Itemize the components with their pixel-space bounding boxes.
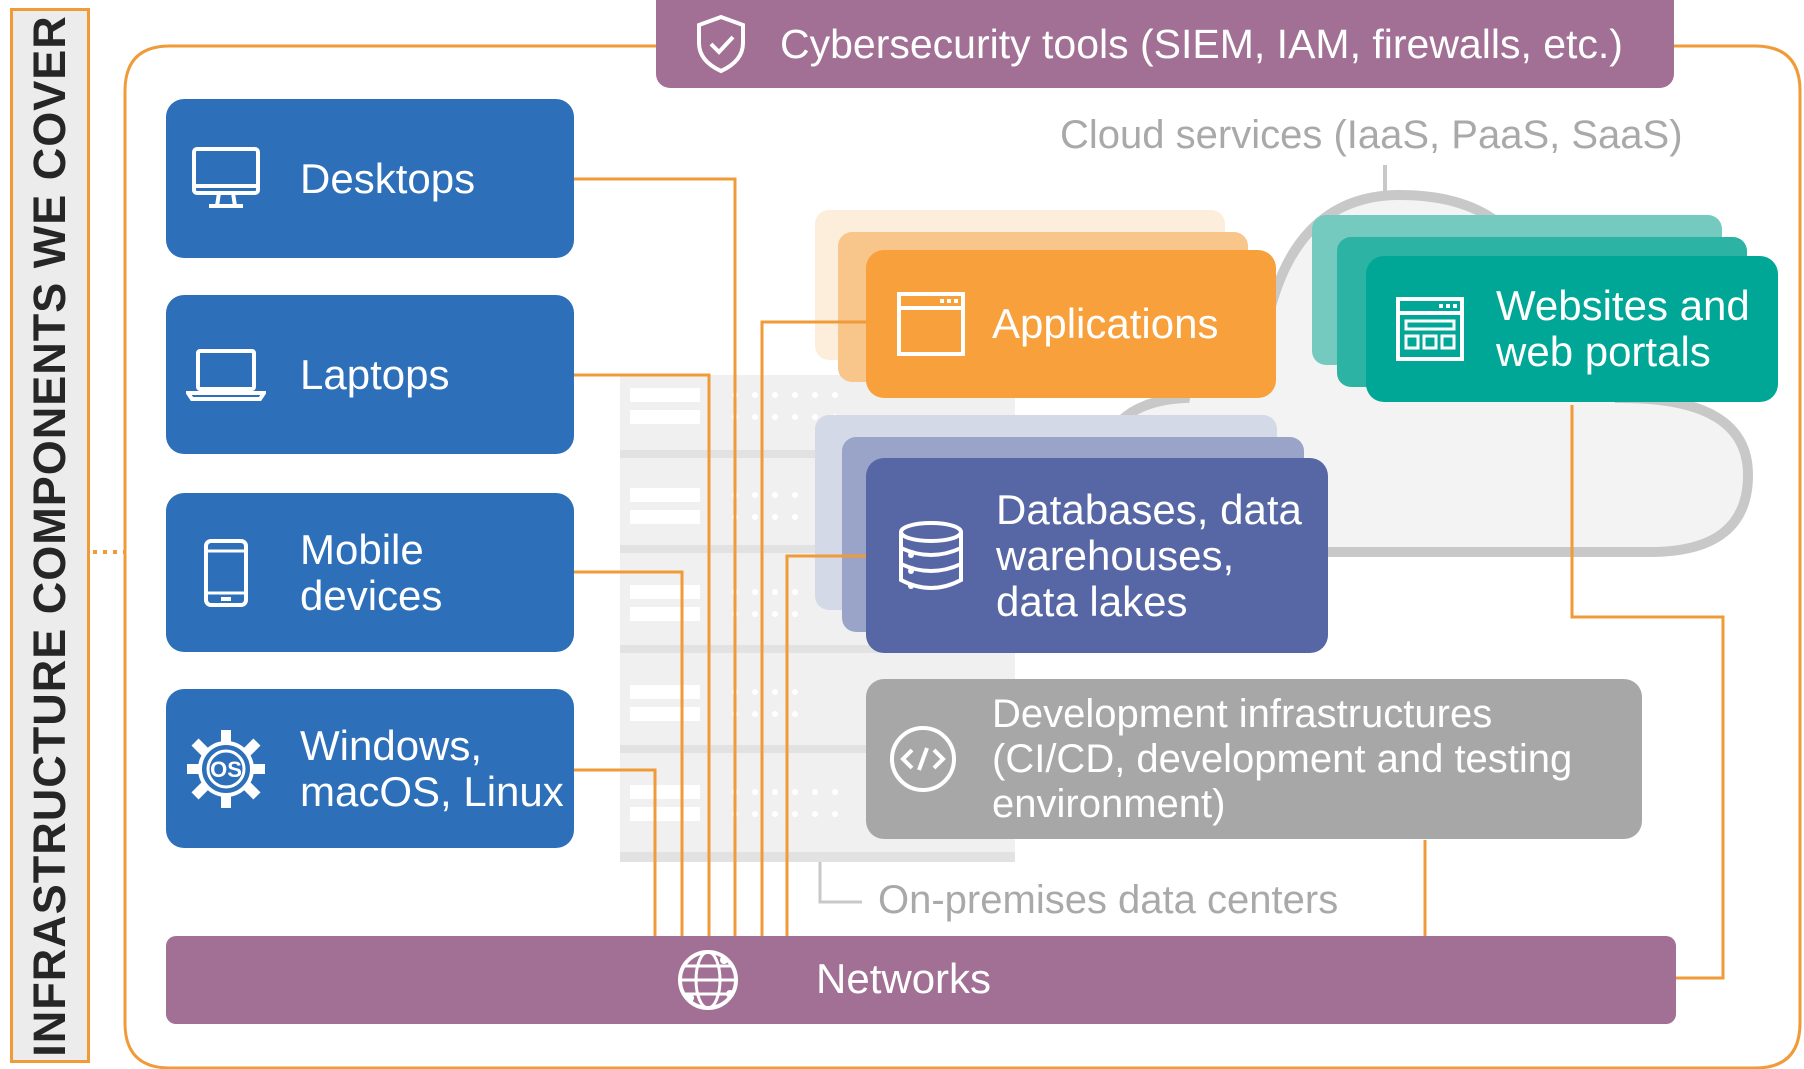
component-label-applications: Applications	[992, 300, 1219, 347]
outer-frame	[123, 44, 1802, 1069]
sidebar-title: INFRASTRUCTURE COMPONENTS WE COVER	[24, 14, 75, 1057]
device-card-os: OS Windows, macOS, Linux	[166, 689, 574, 848]
svg-text:OS: OS	[210, 757, 242, 782]
web-portal-icon	[1374, 296, 1486, 362]
device-card-desktops: Desktops	[166, 99, 574, 258]
mobile-icon	[166, 538, 286, 608]
sidebar-title-box: INFRASTRUCTURE COMPONENTS WE COVER	[10, 8, 90, 1063]
globe-network-icon	[672, 944, 744, 1016]
device-card-laptops: Laptops	[166, 295, 574, 454]
device-label-os: Windows, macOS, Linux	[300, 721, 564, 815]
desktop-icon	[166, 146, 286, 212]
component-label-databases: Databases, data warehouses, data lakes	[996, 485, 1302, 625]
onprem-datacenters-caption: On-premises data centers	[878, 878, 1339, 922]
database-icon	[876, 520, 986, 592]
component-card-databases: Databases, data warehouses, data lakes	[866, 458, 1328, 653]
laptop-icon	[166, 347, 286, 403]
networks-label: Networks	[816, 955, 992, 1002]
connector-lines	[573, 177, 1725, 980]
device-label-laptops: Laptops	[300, 350, 450, 398]
os-gear-icon: OS	[166, 728, 286, 810]
networks-bar: Networks	[166, 936, 1676, 1024]
component-card-development: Development infrastructures (CI/CD, deve…	[866, 679, 1642, 839]
app-window-icon	[876, 291, 986, 357]
cloud-services-caption: Cloud services (IaaS, PaaS, SaaS)	[1060, 113, 1683, 157]
component-label-websites: Websites and web portals	[1496, 282, 1750, 375]
cybersecurity-tools-banner: Cybersecurity tools (SIEM, IAM, firewall…	[656, 0, 1674, 88]
component-label-development: Development infrastructures (CI/CD, deve…	[992, 691, 1573, 826]
device-label-mobile: Mobile devices	[300, 525, 443, 619]
device-label-desktops: Desktops	[300, 154, 476, 202]
shield-check-icon	[684, 13, 758, 75]
cybersecurity-tools-label: Cybersecurity tools (SIEM, IAM, firewall…	[780, 21, 1623, 67]
component-card-applications: Applications	[866, 250, 1276, 398]
component-card-websites: Websites and web portals	[1366, 256, 1778, 402]
onprem-label-pointer	[818, 862, 862, 904]
code-icon	[868, 724, 978, 794]
device-card-mobile: Mobile devices	[166, 493, 574, 652]
